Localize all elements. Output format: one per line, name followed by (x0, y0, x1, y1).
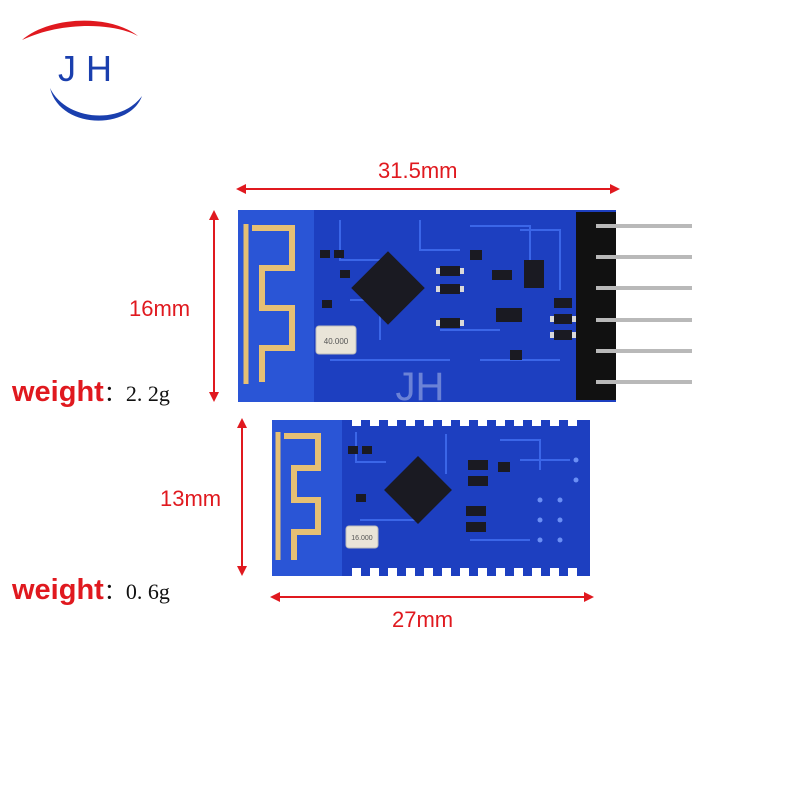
large-antenna-trace (252, 225, 295, 382)
small-height-label: 13mm (160, 486, 222, 511)
small-width-label: 27mm (392, 607, 454, 632)
small-weight-sep: ： (103, 579, 126, 604)
brand-logo: JH (20, 18, 150, 130)
small-weight-label: weight (12, 574, 104, 606)
large-weight-sep: ： (103, 381, 126, 406)
small-crystal-text: 16.000 (351, 535, 373, 542)
large-bluetooth-module: 40.000 (238, 210, 692, 402)
small-antenna-trace (284, 433, 321, 560)
small-weight-value: 0. 6g (125, 579, 170, 604)
large-crystal-text: 40.000 (324, 337, 349, 346)
large-height-label: 16mm (129, 296, 191, 321)
small-bluetooth-module: 16.000 (272, 418, 590, 576)
small-weight: weight：0. 6g (12, 574, 170, 607)
large-weight-label: weight (12, 376, 104, 408)
large-width-label: 31.5mm (378, 158, 458, 183)
small-main-chip (384, 456, 452, 524)
large-header-pins (596, 224, 692, 384)
small-crystal (345, 525, 379, 549)
large-pin-header (576, 212, 616, 400)
watermark-text: JH (396, 365, 445, 409)
logo-swoosh-graphic (22, 20, 142, 121)
large-main-chip (351, 251, 425, 325)
logo-text: JH (58, 48, 122, 89)
large-crystal (315, 325, 357, 355)
large-weight-value: 2. 2g (125, 381, 170, 406)
large-weight: weight：2. 2g (12, 376, 170, 409)
